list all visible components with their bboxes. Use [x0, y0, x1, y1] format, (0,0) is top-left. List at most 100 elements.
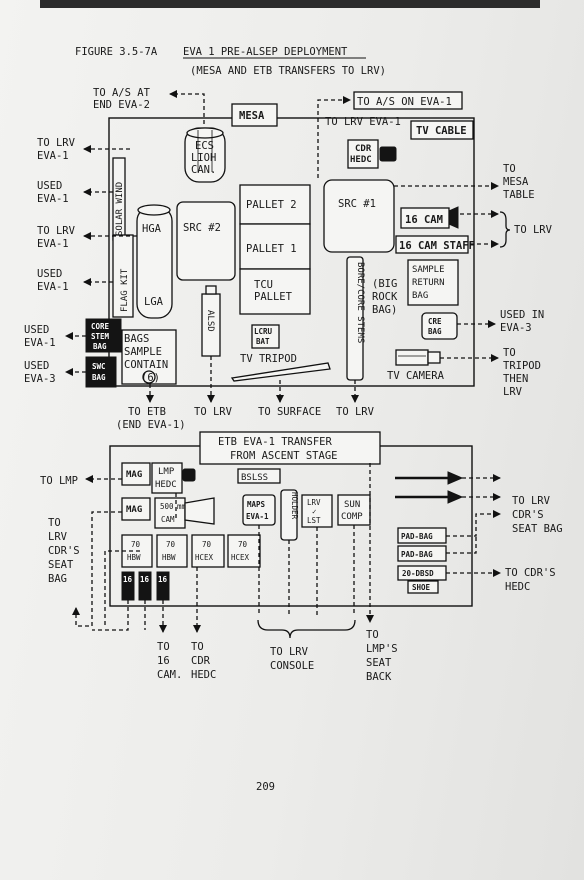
core-stem-1: CORE — [91, 322, 110, 331]
left-used-c2: EVA-1 — [24, 337, 56, 349]
etb-bot-16-1: TO — [157, 641, 170, 653]
right-to-mesa-2: MESA — [503, 176, 529, 188]
cdr-hedc-box — [347, 139, 379, 169]
cam16-lens-icon — [448, 206, 459, 229]
shoe-label-box — [407, 580, 439, 594]
etb-title-1: ETB EVA-1 TRANSFER — [218, 436, 332, 448]
lcru-2: BAT — [256, 337, 270, 346]
etb-right-a-2: CDR'S — [512, 509, 544, 521]
tv-tripod-shape — [230, 362, 331, 382]
big-rock-2: ROCK — [372, 291, 398, 303]
tcu-pallet-box — [239, 268, 311, 315]
maps-2: EVA-1 — [246, 512, 269, 521]
etb-bot-lmp-1: TO — [366, 629, 379, 641]
bags-2: SAMPLE — [124, 346, 162, 358]
to-as-end-eva2-arrow — [169, 90, 205, 124]
hcex1-1: 70 — [202, 540, 212, 549]
tv-camera-box — [395, 349, 429, 366]
cre-1: CRE — [428, 317, 442, 326]
etb-bot-cdr-1: TO — [191, 641, 204, 653]
src1-label: SRC #1 — [338, 198, 376, 210]
left-used-b2: EVA-1 — [37, 281, 69, 293]
left-used-d1: USED — [24, 360, 49, 372]
pad-bag-2-label: PAD-BAG — [401, 550, 433, 559]
hbw1-1: 70 — [131, 540, 141, 549]
sun-comp-1: SUN — [344, 500, 360, 510]
etb-bot-lmp-3: SEAT — [366, 657, 392, 669]
etb-arrow-left4 — [104, 550, 140, 626]
bags-1: BAGS — [124, 333, 149, 345]
etb-bot-cdr-2: CDR — [191, 655, 211, 667]
to-as-end-eva2-line2: END EVA-2 — [93, 99, 150, 111]
cam500-3: CAM — [161, 515, 175, 524]
lmp-hedc-camera-icon — [182, 468, 196, 482]
bore-core-label: BORE/CORE STEMS — [355, 262, 365, 343]
etb-left-4: SEAT — [48, 559, 74, 571]
etb-bot-lmp-2: LMP'S — [366, 643, 398, 655]
bslss-box — [237, 468, 281, 484]
etb-arrow-pad2 — [446, 536, 477, 554]
mesa-outline — [108, 117, 475, 387]
etb-title-box — [199, 431, 381, 465]
big-rock-3: BAG) — [372, 304, 397, 316]
right-to-mesa-3: TABLE — [503, 189, 535, 201]
mag1-label: MAG — [126, 470, 142, 480]
sample-return-bag — [407, 259, 459, 306]
tool-tip-icon-1 — [447, 471, 464, 485]
etb-arrow-cdr-hedc — [175, 493, 197, 632]
etb-right-a-3: SEAT BAG — [512, 523, 563, 535]
sample-return-3: BAG — [412, 291, 428, 301]
bottom-lrv-2: TO LRV — [336, 406, 375, 418]
lrv-lst-2: ✓ — [312, 507, 317, 516]
page-number: 209 — [256, 781, 275, 793]
bags-4: (6) — [141, 372, 160, 384]
tv-cable-label: TV CABLE — [416, 125, 467, 137]
shoe-2: SHOE — [412, 583, 431, 592]
sun-comp-2: COMP — [341, 512, 363, 522]
lrv-lst-1: LRV — [307, 498, 321, 507]
swc-bag — [85, 356, 117, 388]
lmp-hedc-box — [151, 462, 183, 494]
tv-cable-box — [410, 120, 474, 140]
right-tripod-4: LRV — [503, 386, 523, 398]
etb-left-3: CDR'S — [48, 545, 80, 557]
top-edge-band — [40, 0, 540, 8]
lmp-hedc-2: HEDC — [155, 480, 177, 490]
figure-number: FIGURE 3.5-7A — [75, 46, 158, 58]
hbw2-2: HBW — [162, 553, 176, 562]
sample-return-1: SAMPLE — [412, 265, 445, 275]
bottom-lrv-1: TO LRV — [194, 406, 233, 418]
hbw2-box — [156, 534, 188, 568]
right-tripod-2: TRIPOD — [503, 360, 541, 372]
etb-left-1: TO — [48, 517, 61, 529]
left-used-a2: EVA-1 — [37, 193, 69, 205]
mesa-label-box — [231, 103, 278, 127]
ecs-label-3: CAN. — [191, 164, 216, 176]
mag1-box — [121, 462, 151, 486]
etb-bot-cdr-3: HEDC — [191, 669, 216, 681]
cam500-1: 500 — [160, 502, 174, 511]
tv-camera-label: TV CAMERA — [387, 370, 445, 382]
lga-label: LGA — [144, 296, 164, 308]
hga-label: HGA — [142, 223, 162, 235]
etb-bot-16-2: 16 — [157, 655, 170, 667]
left-to-lrv-b2: EVA-1 — [37, 238, 69, 250]
etb-console-brace — [257, 619, 356, 639]
tcu-label-2: PALLET — [254, 291, 293, 303]
hcex1-box — [191, 534, 225, 568]
swc-1: SWC — [92, 362, 106, 371]
mag2-box — [121, 497, 151, 521]
etb-left-5: BAG — [48, 573, 67, 585]
etb-arrow-left — [72, 511, 122, 627]
etb-bot-16-3: CAM. — [157, 669, 182, 681]
cam500-box — [154, 497, 186, 529]
core-stem-2: STEM — [91, 332, 110, 341]
to-as-eva1-label: TO A/S ON EVA-1 — [357, 96, 452, 108]
tv-tripod-label: TV TRIPOD — [240, 353, 297, 365]
hcex2-2: HCEX — [231, 553, 250, 562]
right-used-2: EVA-3 — [500, 322, 532, 334]
src2-box — [176, 201, 236, 281]
hbw1-2: HBW — [127, 553, 141, 562]
etb-right-b-2: HEDC — [505, 581, 530, 593]
